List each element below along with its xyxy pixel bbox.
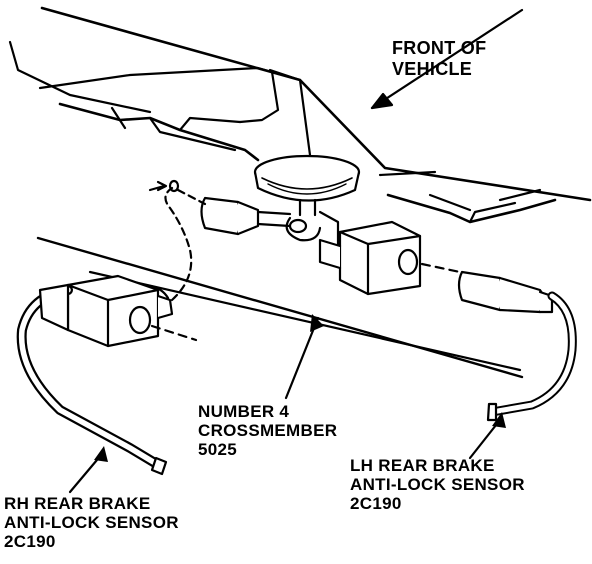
center-right-connector xyxy=(318,220,422,296)
front-arrow xyxy=(370,8,524,110)
rh-sensor-label-line2: ANTI-LOCK SENSOR xyxy=(4,513,179,532)
front-of-vehicle-label: FRONT OF VEHICLE xyxy=(392,38,486,80)
rh-alignment-dashes xyxy=(150,186,207,342)
rh-sensor-connector xyxy=(66,274,174,348)
center-bracket xyxy=(253,154,361,248)
front-label-line2: VEHICLE xyxy=(392,59,473,79)
rh-sensor-label-line3: 2C190 xyxy=(4,532,56,551)
leader-lines xyxy=(68,314,506,494)
rh-sensor-cable xyxy=(16,283,168,476)
lh-sensor-assembly xyxy=(457,270,577,422)
lh-sensor-label-line1: LH REAR BRAKE xyxy=(350,456,495,475)
crossmember-label-line2: CROSSMEMBER xyxy=(198,421,338,440)
lh-alignment-dashes xyxy=(420,262,462,274)
front-label-line1: FRONT OF xyxy=(392,38,487,58)
lh-sensor-label-line3: 2C190 xyxy=(350,494,402,513)
rh-sensor-label-line1: RH REAR BRAKE xyxy=(4,494,151,513)
rh-sensor-label: RH REAR BRAKE ANTI-LOCK SENSOR 2C190 xyxy=(4,494,179,551)
lh-sensor-label: LH REAR BRAKE ANTI-LOCK SENSOR 2C190 xyxy=(350,456,525,513)
floor-pan xyxy=(8,6,592,224)
crossmember-label-line3: 5025 xyxy=(198,440,238,459)
center-left-connector xyxy=(200,196,292,236)
crossmember-label-line1: NUMBER 4 xyxy=(198,402,290,421)
crossmember-label: NUMBER 4 CROSSMEMBER 5025 xyxy=(198,402,337,459)
retainer-clip xyxy=(148,179,180,193)
lh-sensor-label-line2: ANTI-LOCK SENSOR xyxy=(350,475,525,494)
crossmember xyxy=(36,236,524,379)
